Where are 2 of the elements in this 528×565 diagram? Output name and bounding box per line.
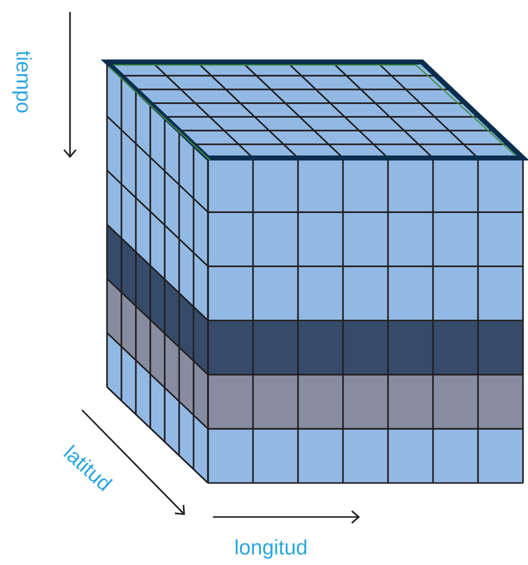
axis-label: longitud [236,539,306,559]
axis-label: tiempo [12,50,32,112]
